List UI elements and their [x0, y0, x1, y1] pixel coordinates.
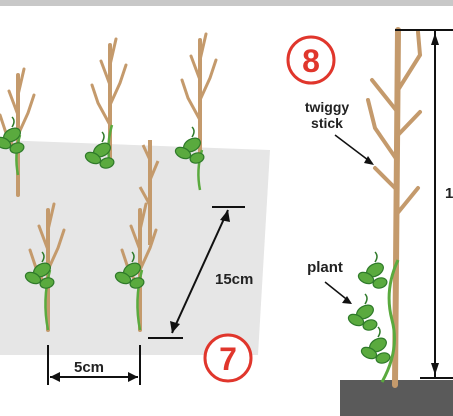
step-8-number: 8 [302, 43, 320, 79]
planting-bed [0, 140, 270, 355]
twiggy-label-line1: twiggy [305, 99, 350, 115]
row-spacing-label: 15cm [215, 271, 253, 288]
plant-label: plant [307, 259, 343, 276]
plant-spacing-label: 5cm [74, 359, 104, 376]
height-label: 1 [445, 185, 453, 202]
tall-twiggy-stick [347, 30, 420, 385]
twiggy-label-line2: stick [311, 115, 343, 131]
step-7-number: 7 [219, 341, 237, 377]
